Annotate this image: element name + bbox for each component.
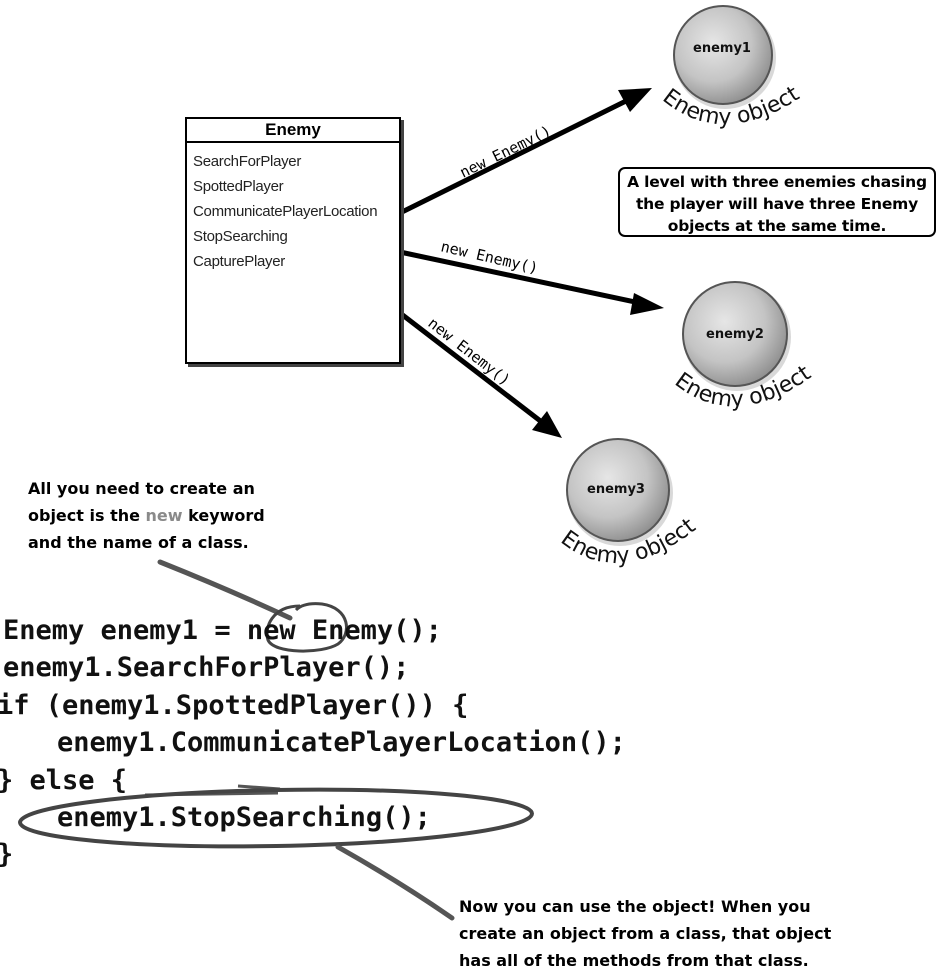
use-object-note: Now you can use the object! When you cre… bbox=[459, 893, 939, 974]
code-block: Enemy enemy1 = new Enemy(); enemy1.Searc… bbox=[0, 612, 626, 874]
note-line: and the name of a class. bbox=[28, 533, 249, 552]
object-name-enemy3: enemy3 bbox=[587, 482, 645, 497]
method-item: StopSearching bbox=[193, 228, 288, 245]
callout-line: A level with three enemies chasing bbox=[627, 173, 927, 191]
code-line: enemy1.SearchForPlayer(); bbox=[3, 652, 410, 684]
note-text: keyword bbox=[182, 506, 265, 525]
arrow-label-1: new Enemy() bbox=[457, 122, 554, 182]
stopsearching-highlight bbox=[18, 787, 534, 849]
code-line: } bbox=[0, 836, 626, 873]
object-enemy2: enemy2 Enemy object bbox=[670, 281, 816, 413]
three-enemies-callout: A level with three enemies chasing the p… bbox=[618, 167, 936, 237]
note-text: object is the bbox=[28, 506, 146, 525]
note-line: All you need to create an bbox=[28, 479, 255, 498]
method-item: SpottedPlayer bbox=[193, 178, 284, 195]
enemy-class-box: Enemy SearchForPlayer SpottedPlayer Comm… bbox=[185, 117, 401, 364]
note-line: object is the new keyword bbox=[28, 502, 358, 529]
code-line: if (enemy1.SpottedPlayer()) { bbox=[0, 689, 469, 721]
method-item: CapturePlayer bbox=[193, 253, 285, 270]
pointer-to-bottom-note bbox=[335, 844, 455, 921]
object-name-enemy2: enemy2 bbox=[706, 327, 764, 342]
new-keyword-highlight bbox=[265, 602, 348, 653]
pointer-to-new bbox=[157, 559, 293, 621]
method-item: CommunicatePlayerLocation bbox=[193, 203, 378, 220]
arrow-to-enemy1: new Enemy() bbox=[398, 88, 652, 216]
callout-line: the player will have three Enemy bbox=[635, 195, 919, 213]
note-line: create an object from a class, that obje… bbox=[459, 924, 832, 943]
code-line: Enemy enemy1 = new Enemy(); bbox=[3, 615, 442, 646]
class-name: Enemy bbox=[187, 119, 399, 143]
arrow-label-3: new Enemy() bbox=[425, 314, 514, 389]
note-line: Now you can use the object! When you bbox=[459, 897, 811, 916]
object-name-enemy1: enemy1 bbox=[693, 41, 751, 56]
callout-line: objects at the same time. bbox=[667, 217, 887, 235]
arrow-to-enemy3: new Enemy() bbox=[398, 311, 562, 438]
method-item: SearchForPlayer bbox=[193, 153, 302, 170]
note-line: has all of the methods from that class. bbox=[459, 951, 809, 970]
class-methods: SearchForPlayer SpottedPlayer Communicat… bbox=[193, 149, 399, 274]
code-line: enemy1.StopSearching(); bbox=[57, 802, 431, 834]
new-keyword: new bbox=[145, 506, 183, 525]
code-line: enemy1.CommunicatePlayerLocation(); bbox=[57, 727, 626, 759]
code-line: } else { bbox=[0, 764, 128, 796]
new-keyword-note: All you need to create an object is the … bbox=[28, 475, 358, 556]
object-enemy1: enemy1 Enemy object bbox=[658, 5, 804, 130]
object-enemy3: enemy3 Enemy object bbox=[556, 438, 701, 569]
arrow-to-enemy2: new Enemy() bbox=[399, 237, 664, 315]
